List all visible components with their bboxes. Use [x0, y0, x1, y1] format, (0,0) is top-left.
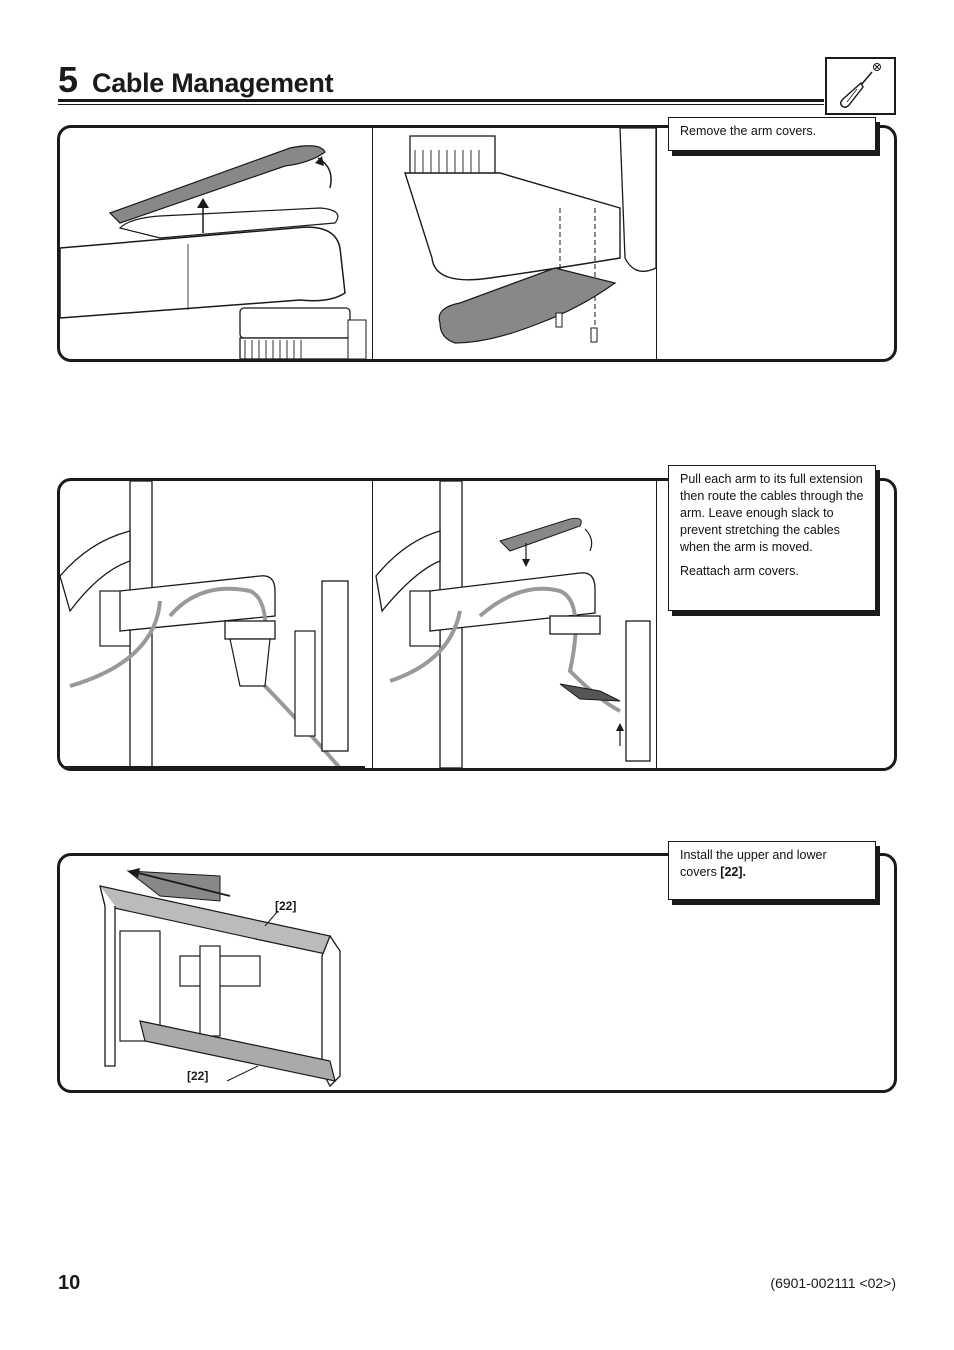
- instruction-paragraph: Install the upper and lower covers [22].: [680, 847, 865, 881]
- section-number: 5: [58, 59, 79, 100]
- instruction-text: Remove the arm covers.: [680, 124, 817, 138]
- upper-cover-label: [22]: [275, 899, 297, 913]
- step-2-instruction: Pull each arm to its full extension then…: [668, 465, 876, 611]
- arm-cover-removal-illustration: [60, 128, 657, 359]
- step-3-panel: [22] [22]: [57, 853, 897, 1093]
- lower-cover-label: [22]: [187, 1069, 209, 1083]
- page-number: 10: [58, 1272, 81, 1294]
- screwdriver-icon: [840, 63, 881, 108]
- section-title: Cable Management: [92, 68, 334, 98]
- divider: [372, 128, 373, 359]
- instruction-text: Reattach arm covers.: [680, 564, 799, 578]
- header-rule-thin: [58, 104, 824, 105]
- header-rule: [58, 99, 824, 102]
- step-3-instruction: Install the upper and lower covers [22].: [668, 841, 876, 900]
- divider: [372, 481, 373, 768]
- part-reference: [22].: [720, 865, 746, 879]
- instruction-text: Install the upper and lower covers: [680, 848, 827, 879]
- cable-routing-illustration: [60, 481, 651, 768]
- step-1-instruction: Remove the arm covers.: [668, 117, 876, 151]
- instruction-text: Pull each arm to its full extension then…: [680, 472, 864, 554]
- divider: [656, 481, 657, 768]
- cover-install-illustration: [99, 868, 341, 1088]
- tool-box: [825, 57, 896, 115]
- step-1-panel: [57, 125, 897, 362]
- document-code: (6901-002111 <02>): [770, 1275, 896, 1291]
